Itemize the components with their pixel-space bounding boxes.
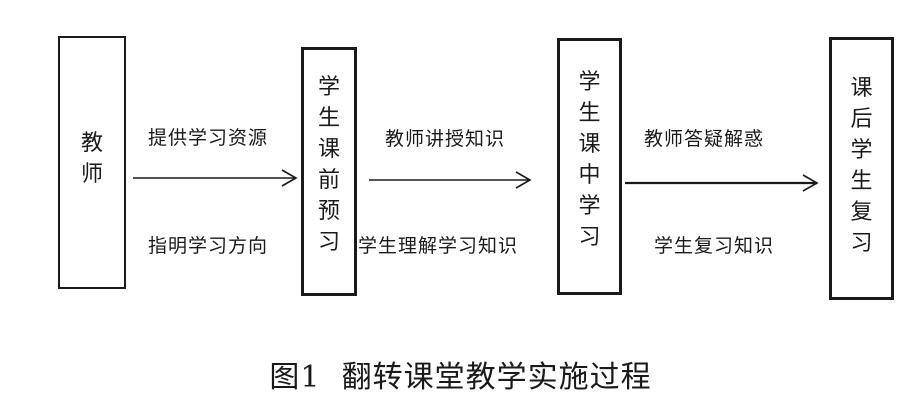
edge-label-student-reviews: 学生复习知识 [654,235,775,257]
node-label-char: 习 [850,231,873,256]
node-label-char: 学 [317,75,340,100]
pre-class-box: 学生课前预习 [301,47,357,296]
node-label-char: 教 [80,131,103,156]
node-label-char: 课 [850,76,873,101]
node-label-char: 课 [317,137,340,162]
after-class-box: 课后学生复习 [829,37,894,300]
node-label-char: 预 [317,199,340,224]
node-label-char: 生 [317,106,340,131]
in-class-label: 学生课中学习 [560,67,619,253]
node-label-char: 习 [578,225,601,250]
node-label-char: 前 [317,168,340,193]
edge-label-teacher-answers: 教师答疑解惑 [644,128,765,150]
edge-label-student-understands: 学生理解学习知识 [358,235,519,257]
teacher-box: 教师 [58,36,126,289]
edge-label-provide-resources: 提供学习资源 [148,127,269,149]
node-label-char: 中 [578,163,601,188]
teacher-label: 教师 [60,128,124,190]
node-label-char: 后 [850,107,873,132]
node-label-char: 学 [578,70,601,95]
pre-class-label: 学生课前预习 [304,72,354,258]
node-label-char: 复 [850,200,873,225]
figure-caption: 图1 翻转课堂教学实施过程 [269,360,652,395]
node-label-char: 学 [578,194,601,219]
node-label-char: 生 [850,169,873,194]
after-class-label: 课后学生复习 [832,73,891,259]
in-class-box: 学生课中学习 [557,38,622,295]
edge-label-indicate-direction: 指明学习方向 [148,235,269,257]
node-label-char: 学 [850,138,873,163]
edge-label-teacher-lectures: 教师讲授知识 [385,128,506,150]
arrow-teacher-to-pre [133,169,298,187]
node-label-char: 课 [578,132,601,157]
node-label-char: 师 [80,162,103,187]
node-label-char: 习 [317,230,340,255]
arrow-in-to-after [625,174,819,192]
node-label-char: 生 [578,101,601,126]
arrow-pre-to-in [369,171,532,189]
